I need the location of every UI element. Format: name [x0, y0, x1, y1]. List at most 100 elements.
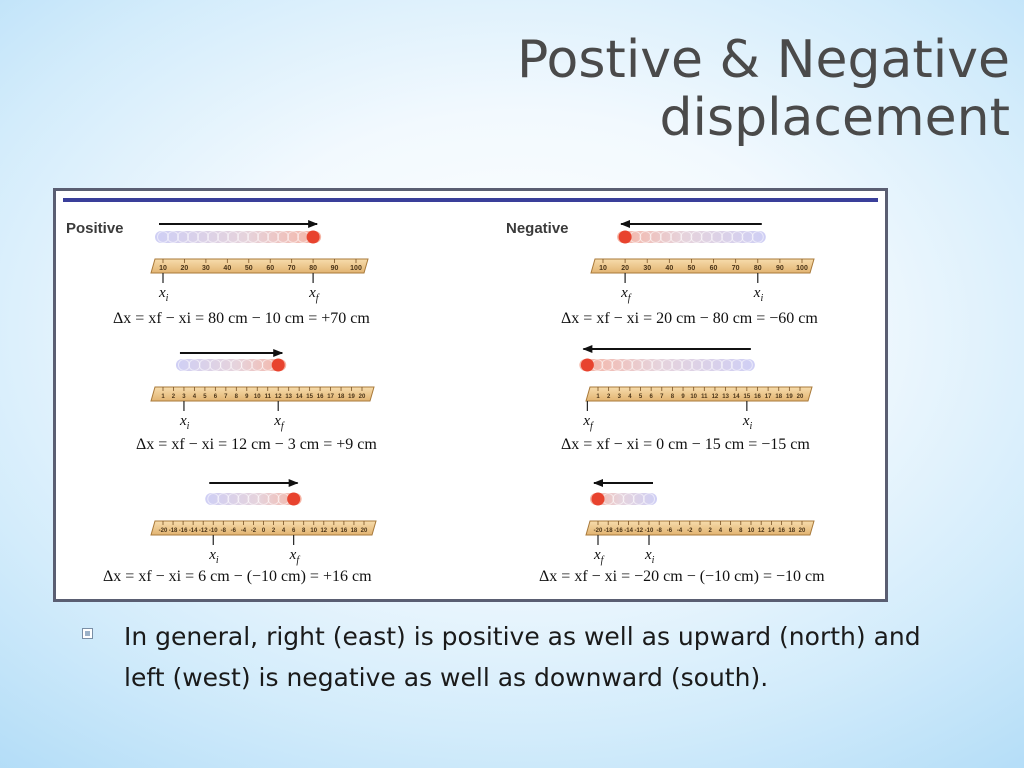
trail-ghost-ball [611, 359, 624, 371]
ruler-tick-label: 20 [799, 528, 806, 534]
ruler-tick-label: 2 [272, 528, 276, 534]
ruler-tick-label: 2 [607, 394, 611, 400]
ruler-tick-label: 6 [214, 394, 218, 400]
trail-ghost-ball [621, 359, 634, 371]
ruler-tick-label: 16 [341, 528, 348, 534]
positive-heading: Positive [66, 220, 124, 237]
ruler-tick-label: 70 [288, 265, 296, 272]
xi-label: xi [753, 285, 764, 304]
trail-ghost-ball [731, 231, 744, 243]
ruler-tick-label: 10 [159, 265, 167, 272]
ruler-tick-label: 20 [359, 394, 366, 400]
ruler [585, 386, 813, 402]
ruler-tick-label: 6 [729, 528, 733, 534]
negative-heading: Negative [506, 220, 569, 237]
ruler-tick-label: 100 [350, 265, 362, 272]
trail-ghost-ball [217, 231, 230, 243]
trail-ghost-ball [237, 231, 250, 243]
ball-final-position [591, 492, 605, 506]
ruler-tick-label: -2 [251, 528, 257, 534]
ruler-tick-label: -12 [199, 528, 208, 534]
ruler-tick-label: 16 [778, 528, 785, 534]
trail-ghost-ball [649, 231, 662, 243]
displacement-equation: Δx = xf − xi = −20 cm − (−10 cm) = −10 c… [539, 568, 825, 585]
ruler-tick-label: -4 [677, 528, 683, 534]
trail-ghost-ball [661, 359, 674, 371]
ruler-tick-label: -18 [169, 528, 178, 534]
xi-label: xi [208, 547, 219, 566]
ruler-tick-label: 4 [282, 528, 286, 534]
ruler-tick-label: 17 [765, 394, 772, 400]
displacement-equation: Δx = xf − xi = 80 cm − 10 cm = +70 cm [113, 310, 370, 327]
ruler-tick-label: 16 [754, 394, 761, 400]
ruler-tick-label: 8 [739, 528, 743, 534]
trail-ghost-ball [700, 231, 713, 243]
ruler-tick-label: 30 [643, 265, 651, 272]
ruler-tick-label: 90 [331, 265, 339, 272]
ruler-tick-label: 50 [688, 265, 696, 272]
trail-ghost-ball [643, 493, 655, 505]
ruler-tick-label: 10 [599, 265, 607, 272]
ruler-tick-label: 20 [621, 265, 629, 272]
ruler-tick-label: -8 [221, 528, 227, 534]
ruler-tick-label: 12 [712, 394, 719, 400]
ruler-tick-label: 18 [338, 394, 345, 400]
trail-ghost-ball [680, 231, 693, 243]
ruler-tick-label: -14 [189, 528, 198, 534]
ruler-tick-label: 7 [224, 394, 228, 400]
ruler-tick-label: 13 [722, 394, 729, 400]
trail-ghost-ball [740, 359, 753, 371]
ruler-tick-label: 80 [309, 265, 317, 272]
ruler-tick-label: 12 [320, 528, 327, 534]
trail-ghost-ball [230, 359, 243, 371]
trail-ghost-ball [287, 231, 300, 243]
trail-ghost-ball [267, 493, 280, 505]
trail-ghost-ball [257, 493, 270, 505]
ruler [150, 386, 375, 402]
trail-ghost-ball [257, 231, 270, 243]
ruler-tick-label: 6 [649, 394, 653, 400]
ruler-tick-label: 4 [628, 394, 632, 400]
xf-label: xf [593, 547, 605, 566]
ruler-tick-label: 16 [317, 394, 324, 400]
ruler [585, 520, 815, 536]
ruler-tick-label: 50 [245, 265, 253, 272]
ruler-tick-label: 19 [348, 394, 355, 400]
trail-ghost-ball [721, 231, 734, 243]
trail-ghost-ball [651, 359, 664, 371]
trail-ghost-ball [167, 231, 180, 243]
trail-ghost-ball [639, 231, 652, 243]
ruler-tick-label: 20 [181, 265, 189, 272]
trail-ghost-ball [207, 231, 220, 243]
ruler-tick-label: 17 [327, 394, 334, 400]
ruler-tick-label: 18 [775, 394, 782, 400]
ruler-tick-label: -10 [645, 528, 654, 534]
ruler-tick-label: 10 [254, 394, 261, 400]
ruler-tick-label: 14 [296, 394, 303, 400]
ruler-tick-label: -20 [594, 528, 603, 534]
trail-ghost-ball [177, 359, 190, 371]
trail-ghost-ball [267, 231, 280, 243]
ruler-tick-label: 8 [235, 394, 239, 400]
trail-ghost-ball [641, 359, 654, 371]
motion-trail [205, 493, 302, 505]
trail-ghost-ball [197, 231, 210, 243]
xf-label: xf [289, 547, 301, 566]
ball-final-position [618, 230, 632, 244]
ruler-tick-label: 4 [193, 394, 197, 400]
ruler-tick-label: 60 [266, 265, 274, 272]
trail-ghost-ball [227, 231, 240, 243]
ruler-tick-label: 14 [768, 528, 775, 534]
ball-final-position [287, 492, 301, 506]
ruler-tick-label: 20 [797, 394, 804, 400]
trail-ghost-ball [247, 493, 260, 505]
displacement-equation: Δx = xf − xi = 20 cm − 80 cm = −60 cm [561, 310, 818, 327]
trail-ghost-ball [632, 493, 645, 505]
ruler-tick-label: 4 [719, 528, 723, 534]
ruler-tick-label: 0 [698, 528, 702, 534]
trail-ghost-ball [227, 493, 240, 505]
